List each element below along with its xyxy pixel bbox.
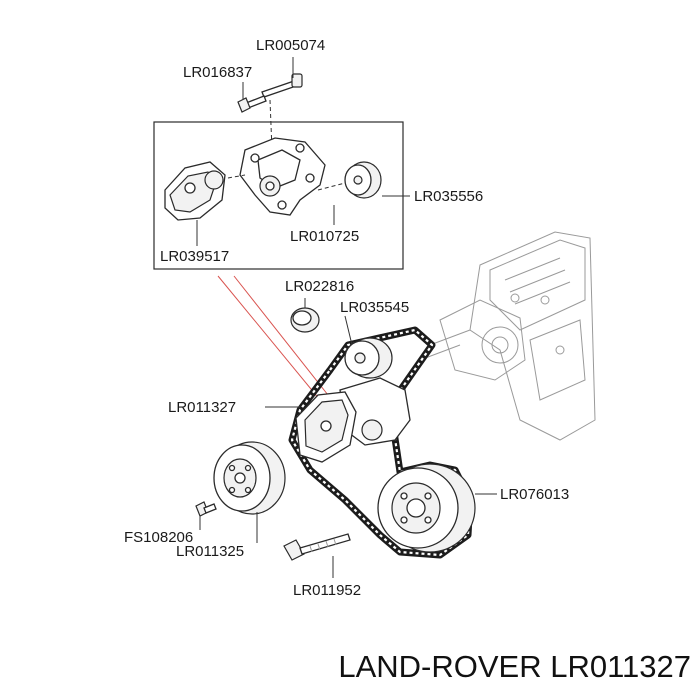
belt-tensioner-icon xyxy=(295,377,411,463)
screw-icon xyxy=(195,501,217,517)
drive-belt-ribs xyxy=(290,328,472,557)
bolt-long-icon xyxy=(261,73,303,98)
tensioner-bracket-icon xyxy=(239,137,326,216)
part-label-lr035545: LR035545 xyxy=(340,299,409,316)
page-title: LAND-ROVER LR011327 xyxy=(338,649,691,684)
part-label-lr011325: LR011325 xyxy=(176,543,244,560)
part-label-lr035556: LR035556 xyxy=(414,188,483,205)
crank-bolt-icon xyxy=(283,533,351,561)
part-label-lr005074: LR005074 xyxy=(256,37,325,54)
highlight-pointer-line xyxy=(233,275,329,396)
tensioner-arm-icon xyxy=(164,161,226,221)
pulley-cap-icon xyxy=(290,307,320,333)
idler-pulley-icon xyxy=(344,337,393,379)
part-label-lr010725: LR010725 xyxy=(290,228,359,245)
part-label-lr076013: LR076013 xyxy=(500,486,569,503)
part-label-lr022816: LR022816 xyxy=(285,278,354,295)
part-label-lr011327: LR011327 xyxy=(168,399,236,416)
bolt-short-icon xyxy=(237,95,267,113)
part-label-fs108206: FS108206 xyxy=(124,529,193,546)
part-label-lr016837: LR016837 xyxy=(183,64,252,81)
water-pump-pulley-icon xyxy=(213,441,286,515)
part-label-lr039517: LR039517 xyxy=(160,248,229,265)
idler-pulley-small-icon xyxy=(344,161,382,199)
part-label-lr011952: LR011952 xyxy=(293,582,361,599)
engine-block-outline xyxy=(419,231,596,441)
highlight-pointer-line xyxy=(217,275,321,401)
crankshaft-pulley-icon xyxy=(377,463,476,553)
